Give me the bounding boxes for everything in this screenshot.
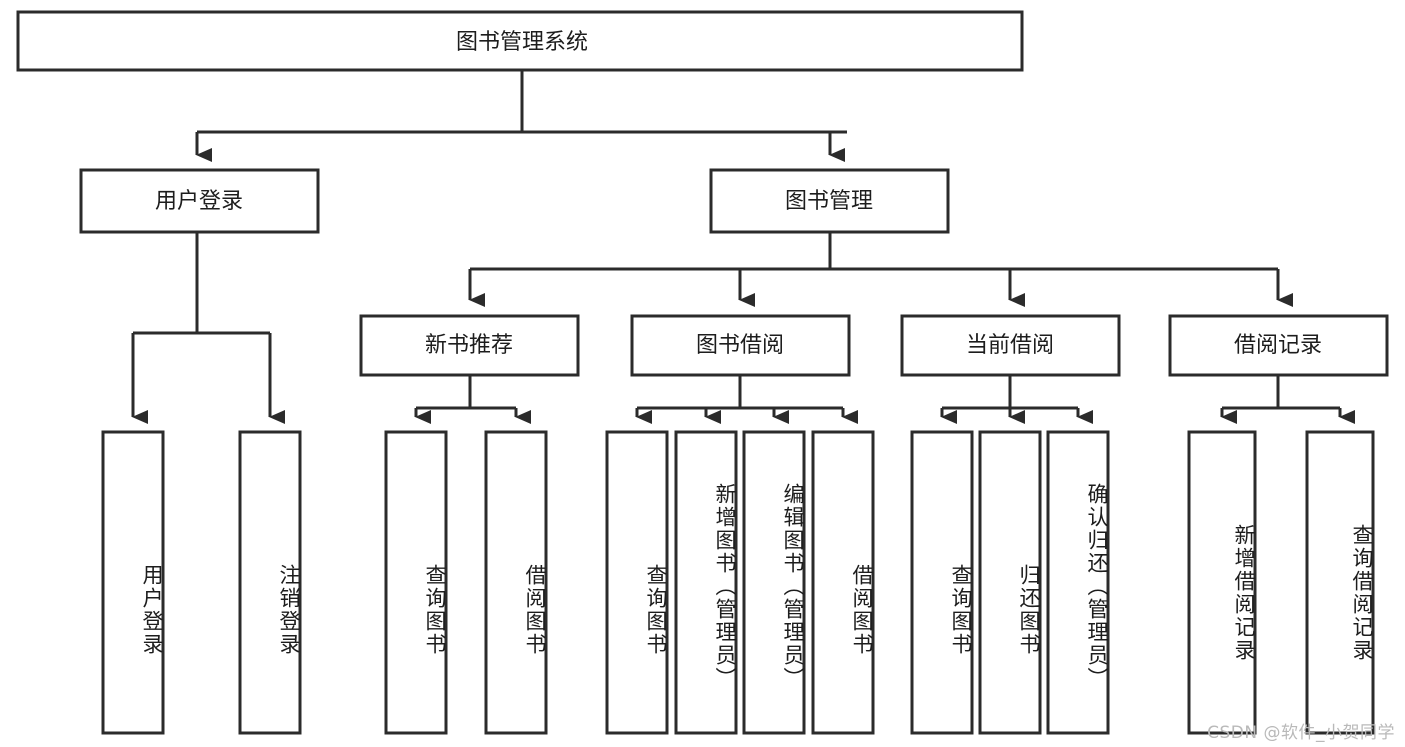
edges-currentborrow-to-leaves [940,375,1093,424]
node-book-management-label: 图书管理 [785,189,873,214]
leaf-box-add-record[interactable] [1187,430,1257,735]
csdn-watermark: CSDN @软件_小贺同学 [1207,723,1395,743]
edges-root-to-level2 [195,70,847,162]
edges-borrowrecord-to-leaves [1220,375,1355,424]
leaf-box-query-book-2[interactable] [605,430,669,735]
node-user-login-label: 用户登录 [155,189,243,214]
node-current-borrow-box[interactable] [900,314,1121,377]
leaf-box-return-book[interactable] [978,430,1042,735]
node-book-borrow-label: 图书借阅 [696,333,784,358]
edges-bookborrow-to-leaves [635,375,858,424]
leaf-box-user-logout[interactable] [238,430,302,735]
edges-bookmgmt-to-level3 [468,232,1293,307]
node-root-box[interactable] [16,10,1024,72]
edges-newbook-to-leaves [414,375,531,424]
node-user-login-box[interactable] [79,168,320,234]
edges-userlogin-to-leaves [131,232,285,424]
node-book-management-box[interactable] [709,168,950,234]
node-root-label: 图书管理系统 [456,30,588,55]
node-new-book-recommend-box[interactable] [359,314,580,377]
node-current-borrow-label: 当前借阅 [966,333,1054,358]
leaf-box-add-book[interactable] [674,430,738,735]
node-borrow-record-label: 借阅记录 [1234,333,1322,358]
leaf-box-query-record[interactable] [1305,430,1375,735]
leaf-box-borrow-book-1[interactable] [484,430,548,735]
node-borrow-record-box[interactable] [1168,314,1389,377]
leaf-box-confirm-return[interactable] [1046,430,1110,735]
leaf-box-query-book-1[interactable] [384,430,448,735]
node-new-book-recommend-label: 新书推荐 [425,333,513,358]
leaf-box-borrow-book-2[interactable] [811,430,875,735]
leaf-box-user-login[interactable] [101,430,165,735]
leaf-box-edit-book[interactable] [742,430,806,735]
node-book-borrow-box[interactable] [630,314,851,377]
leaf-box-query-book-3[interactable] [910,430,974,735]
